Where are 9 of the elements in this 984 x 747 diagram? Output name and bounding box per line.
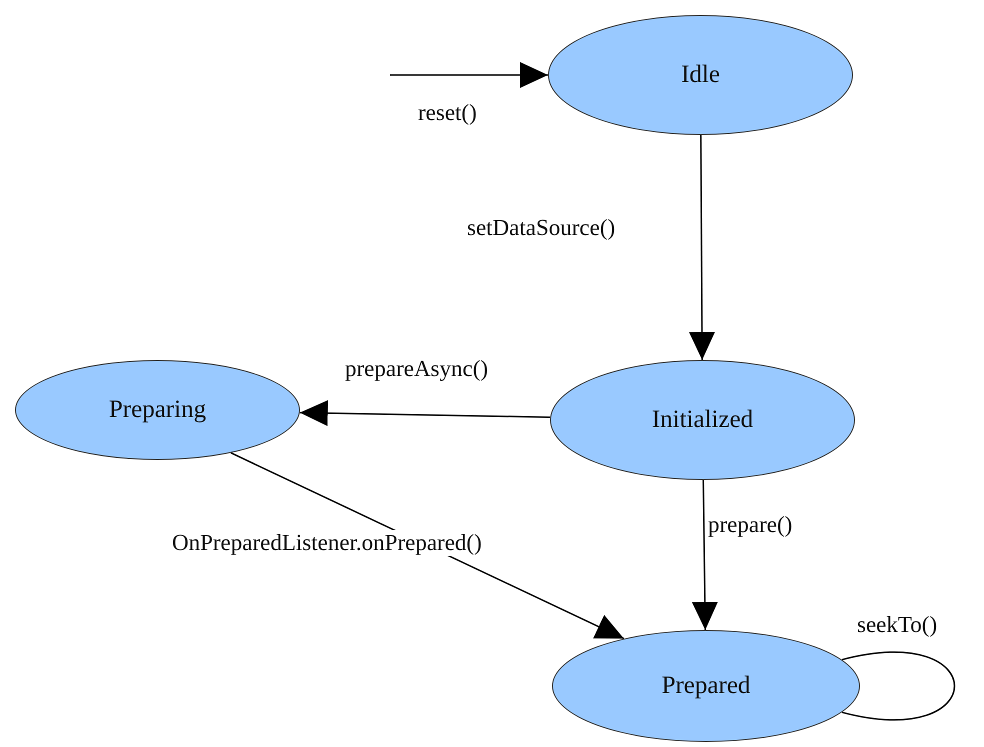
arrow	[689, 135, 715, 360]
arrow	[300, 400, 550, 426]
state-name: Idle	[681, 61, 720, 89]
state-name: Initialized	[652, 406, 754, 434]
arrow	[692, 480, 718, 630]
edge-label: OnPreparedListener.onPrepared()	[170, 530, 484, 556]
state-name: Preparing	[108, 396, 206, 424]
arrow	[390, 62, 548, 88]
state-name: Prepared	[662, 672, 750, 700]
